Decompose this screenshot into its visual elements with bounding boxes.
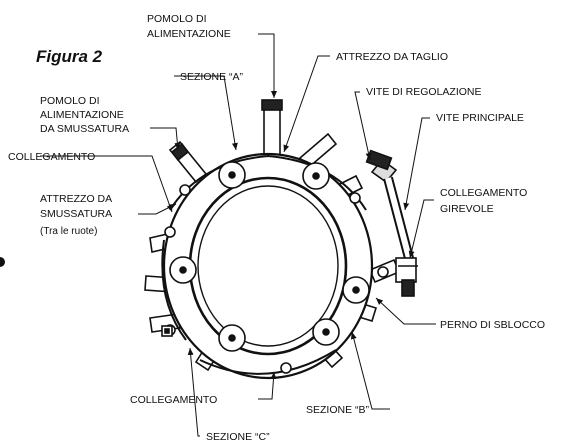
label-sezione-b: SEZIONE “B” — [306, 404, 370, 416]
label-vite-regolazione: VITE DI REGOLAZIONE — [366, 86, 482, 98]
inner-ring-inner — [197, 185, 339, 347]
label-pomolo-smussatura-line2: ALIMENTAZIONE — [40, 109, 124, 121]
label-pomolo-alimentazione-line1: POMOLO DI — [147, 13, 207, 25]
label-vite-principale: VITE PRINCIPALE — [436, 112, 524, 124]
label-collegamento-top: COLLEGAMENTO — [8, 151, 95, 163]
machine-drawing — [144, 99, 418, 380]
label-sezione-c: SEZIONE “C” — [206, 431, 270, 443]
label-attrezzo-smussatura-line2: SMUSSATURA — [40, 208, 112, 220]
label-pomolo-smussatura-line1: POMOLO DI — [40, 95, 100, 107]
label-attrezzo-smussatura-line1: ATTREZZO DA — [40, 193, 112, 205]
label-collegamento-girevole-line1: COLLEGAMENTO — [440, 187, 527, 199]
label-collegamento-girevole-line2: GIREVOLE — [440, 203, 494, 215]
figure-title: Figura 2 — [36, 47, 103, 66]
label-perno-sblocco: PERNO DI SBLOCCO — [440, 319, 545, 331]
label-pomolo-smussatura-line3: DA SMUSSATURA — [40, 123, 129, 135]
stray-mark — [0, 257, 5, 267]
label-sezione-a: SEZIONE “A” — [180, 71, 244, 83]
label-pomolo-alimentazione-line2: ALIMENTAZIONE — [147, 28, 231, 40]
label-attrezzo-smussatura-line3: (Tra le ruote) — [40, 226, 97, 237]
leader-lines — [40, 33, 436, 437]
label-collegamento-bottom: COLLEGAMENTO — [130, 394, 217, 406]
label-attrezzo-taglio: ATTREZZO DA TAGLIO — [336, 51, 448, 63]
rollers — [164, 161, 389, 374]
